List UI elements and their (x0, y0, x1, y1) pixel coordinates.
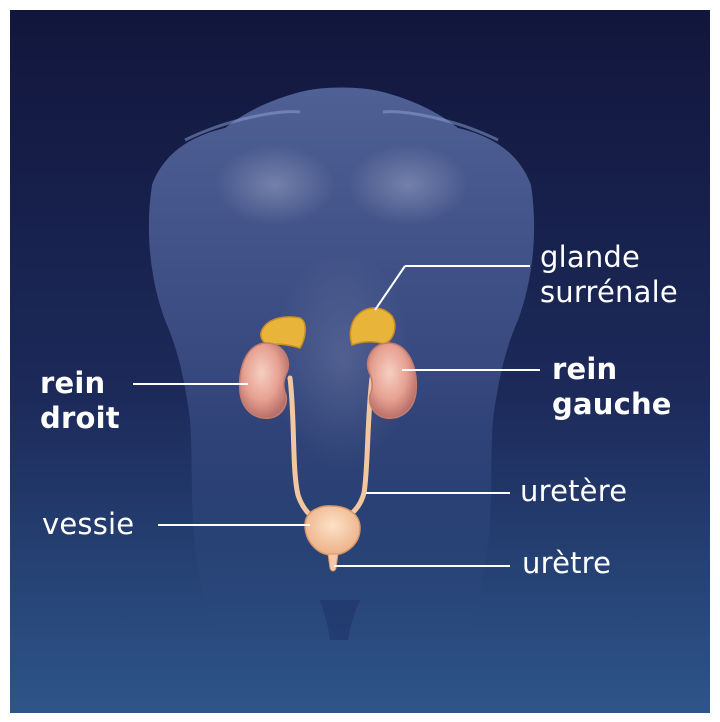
label-rein-droit: rein droit (40, 366, 120, 436)
label-uretere: uretère (520, 474, 627, 509)
label-rein-droit-line1: rein (40, 366, 120, 401)
label-glande-surrenale: glande surrénale (540, 240, 678, 310)
label-rein-gauche-line2: gauche (552, 387, 672, 422)
label-uretere-text: uretère (520, 474, 627, 509)
label-rein-gauche: rein gauche (552, 352, 672, 422)
kidney-right (240, 343, 289, 418)
label-uretre: urètre (522, 546, 611, 581)
label-uretre-text: urètre (522, 546, 611, 581)
label-glande-surrenale-line1: glande (540, 240, 678, 275)
label-rein-gauche-line1: rein (552, 352, 672, 387)
chest-highlight-right (215, 145, 335, 225)
label-vessie-text: vessie (42, 507, 134, 542)
label-glande-surrenale-line2: surrénale (540, 275, 678, 310)
label-vessie: vessie (42, 507, 134, 542)
label-rein-droit-line2: droit (40, 401, 120, 436)
chest-highlight-left (348, 145, 468, 225)
